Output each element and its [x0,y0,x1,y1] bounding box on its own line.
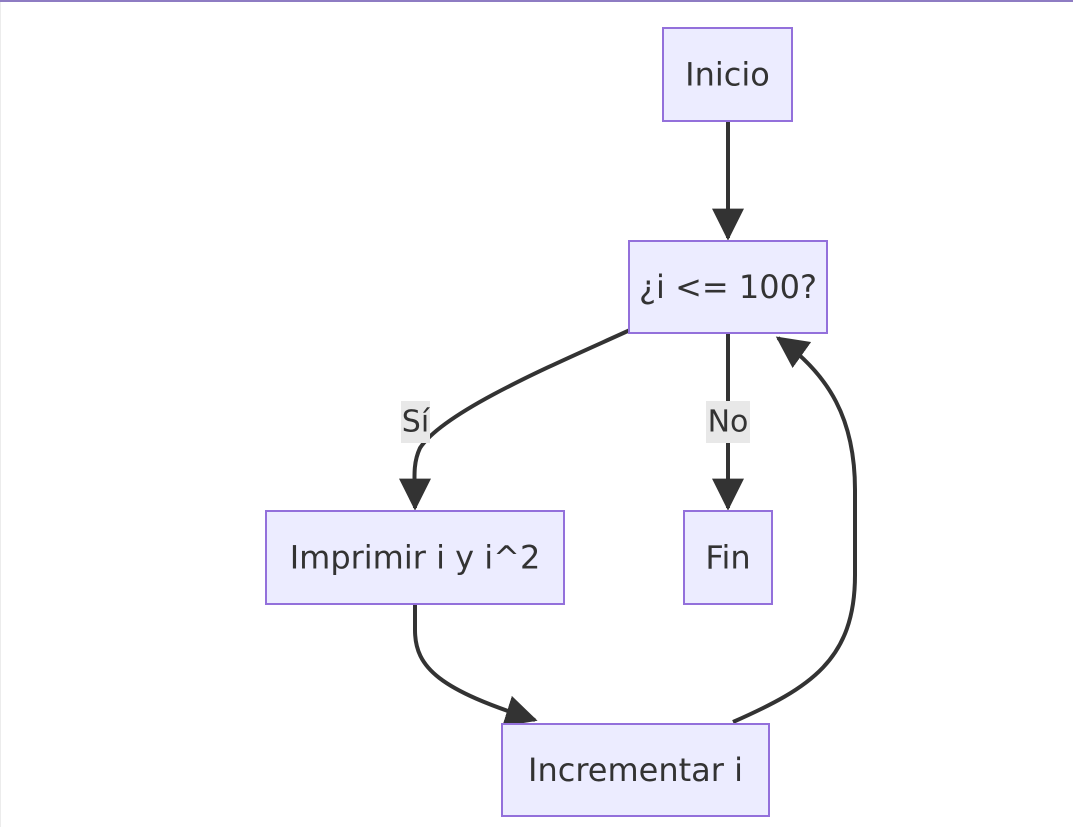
node-imprimir-label: Imprimir i y i^2 [290,539,541,577]
edge-imprimir-to-incrementar [413,605,538,727]
edge-label-si: Sí [401,401,431,443]
edge-label-no-text: No [708,405,749,440]
edge-condicion-to-imprimir [398,328,631,511]
node-inicio-label: Inicio [685,56,770,94]
node-incrementar-label: Incrementar i [528,751,743,789]
node-inicio[interactable]: Inicio [662,27,793,122]
node-incrementar[interactable]: Incrementar i [501,723,770,817]
node-fin[interactable]: Fin [683,510,773,605]
edge-label-si-text: Sí [402,405,431,440]
node-condicion[interactable]: ¿i <= 100? [628,240,828,334]
left-border [0,2,1,827]
node-condicion-label: ¿i <= 100? [639,268,817,306]
edge-label-no: No [706,401,750,443]
edge-incrementar-to-condicion [732,336,857,724]
top-border [0,0,1073,2]
node-fin-label: Fin [705,539,750,577]
node-imprimir[interactable]: Imprimir i y i^2 [265,510,565,605]
